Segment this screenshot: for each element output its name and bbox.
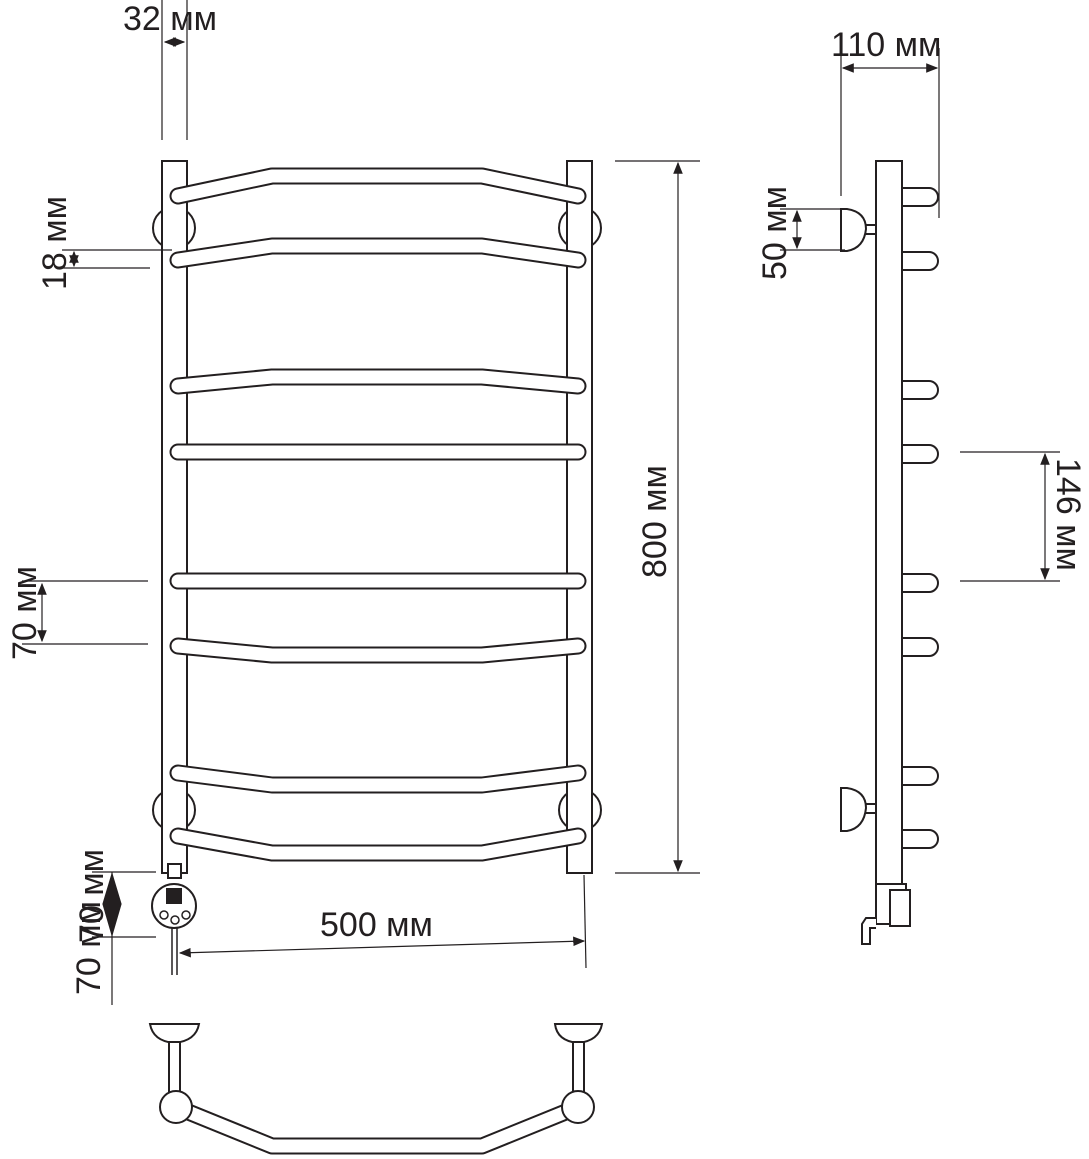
side-upright (875, 160, 903, 887)
rung (169, 368, 587, 395)
heater-unit (151, 863, 197, 975)
dim-width (178, 874, 587, 969)
label-pipe-diameter: 32 мм (123, 0, 217, 38)
top-wall-cups (148, 1023, 604, 1095)
wall-brackets (152, 206, 602, 832)
rung (169, 827, 587, 862)
rung (169, 237, 587, 269)
label-wall-depth: 110 мм (831, 26, 941, 64)
label-side-pitch: 146 мм (1049, 458, 1087, 571)
side-rung-stubs (901, 187, 939, 849)
label-heater-offset-top: 70 мм (73, 849, 111, 943)
dim-rung-pitch (22, 580, 148, 645)
top-left-joint (159, 1090, 193, 1124)
side-heater (861, 883, 911, 945)
side-wall-mounts (840, 208, 877, 832)
top-right-joint (561, 1090, 595, 1124)
rungs (169, 167, 587, 862)
top-view (148, 1023, 604, 1155)
top-rung (167, 1098, 587, 1155)
rung (169, 764, 587, 794)
label-mount-height: 50 мм (756, 186, 794, 280)
label-heater-offset-bottom: 70 мм (70, 901, 108, 995)
label-height: 800 мм (636, 465, 674, 578)
dim-side-pitch (960, 451, 1060, 582)
left-upright (161, 160, 188, 874)
dim-heater-offset (92, 871, 156, 1005)
dim-pipe-diameter (161, 0, 188, 140)
dim-rung-gap (62, 249, 172, 269)
label-rung-pitch: 70 мм (6, 566, 44, 660)
rung (169, 167, 587, 205)
dim-wall-depth (840, 48, 940, 218)
front-view: 32 мм 18 мм 70 мм 70 мм 70 мм 50 (6, 0, 700, 1005)
label-width: 500 мм (320, 906, 433, 944)
dim-mount-height (780, 208, 845, 251)
side-view: 110 мм 50 мм 146 мм (756, 26, 1087, 945)
label-rung-gap: 18 мм (36, 196, 74, 290)
rung (169, 637, 587, 664)
dim-height (615, 160, 700, 874)
right-upright (566, 160, 593, 874)
